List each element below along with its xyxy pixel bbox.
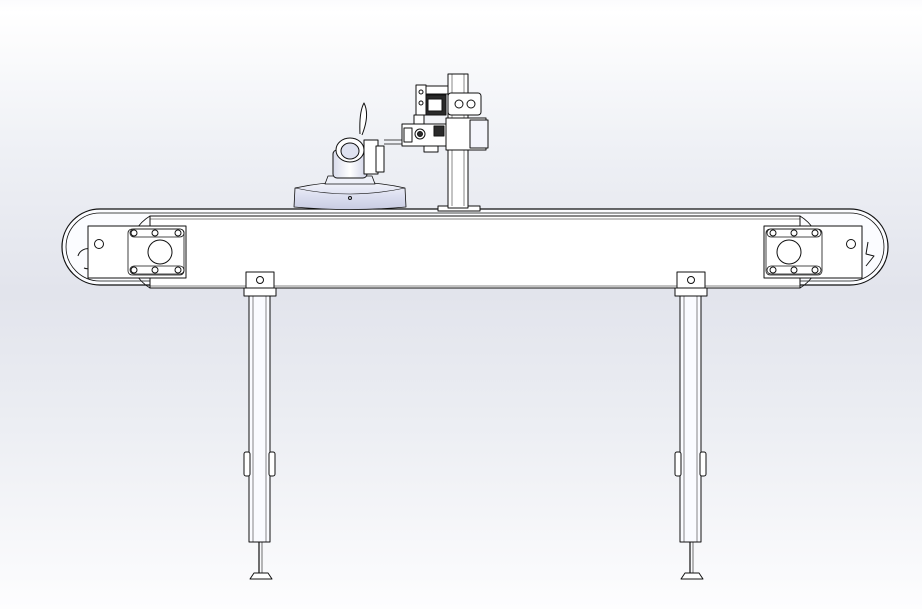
support-leg-right[interactable] bbox=[674, 271, 708, 580]
screw-icon bbox=[151, 266, 159, 274]
rotation-arrow-right-icon bbox=[865, 241, 875, 267]
screw-icon bbox=[769, 266, 777, 274]
valve-connector bbox=[413, 114, 425, 125]
screw-icon bbox=[811, 229, 819, 237]
round-base[interactable] bbox=[293, 175, 407, 210]
nozzle-mount-plate bbox=[375, 145, 385, 173]
leg-clamp bbox=[674, 287, 708, 297]
screw-icon bbox=[174, 266, 182, 274]
valve-fitting bbox=[403, 127, 413, 143]
bolt-icon bbox=[454, 99, 464, 109]
tensioner-plate-right[interactable] bbox=[763, 225, 863, 279]
bolt-icon bbox=[466, 99, 476, 109]
leg-adjuster bbox=[243, 451, 251, 477]
valve-port-inner bbox=[417, 131, 423, 137]
leg-adjuster bbox=[674, 451, 682, 477]
bolt-icon bbox=[94, 239, 104, 249]
slot-bar-bottom bbox=[129, 265, 185, 275]
bolt-icon bbox=[256, 276, 264, 284]
screw-icon bbox=[769, 229, 777, 237]
support-leg-left[interactable] bbox=[243, 271, 277, 580]
screw-icon bbox=[348, 196, 352, 200]
pipe-hose bbox=[359, 102, 368, 136]
valve-bracket bbox=[423, 145, 439, 153]
screw-icon bbox=[130, 266, 138, 274]
leg-bracket bbox=[245, 271, 275, 289]
base-rim bbox=[294, 187, 406, 195]
tensioner-plate-left[interactable] bbox=[87, 225, 187, 279]
belt-inner bbox=[65, 212, 885, 282]
screw-icon bbox=[130, 229, 138, 237]
slot-bar-top bbox=[129, 228, 185, 238]
pipe-fitting[interactable] bbox=[332, 102, 410, 179]
leg-bracket bbox=[676, 271, 706, 289]
column-block bbox=[469, 119, 489, 149]
foot-icon bbox=[680, 572, 704, 580]
slot-bar-bottom bbox=[766, 265, 822, 275]
screw-icon bbox=[790, 266, 798, 274]
leg-adjuster bbox=[268, 451, 276, 477]
valve-fitting bbox=[433, 125, 445, 137]
pulley-hub bbox=[147, 239, 173, 265]
motor-assembly[interactable] bbox=[401, 84, 449, 153]
screw-icon bbox=[418, 89, 424, 95]
pipe-opening-inner bbox=[340, 142, 360, 160]
leg-tube bbox=[248, 295, 271, 543]
motor-window bbox=[427, 98, 443, 112]
screw-icon bbox=[151, 229, 159, 237]
pulley-hub bbox=[776, 239, 802, 265]
slot-bar-top bbox=[766, 228, 822, 238]
bolt-icon bbox=[687, 276, 695, 284]
actuator-column[interactable] bbox=[437, 73, 489, 212]
screw-icon bbox=[790, 229, 798, 237]
screw-icon bbox=[418, 100, 424, 106]
bolt-icon bbox=[846, 239, 856, 249]
base-disc bbox=[293, 181, 407, 210]
leg-tube bbox=[679, 295, 702, 543]
screw-icon bbox=[174, 229, 182, 237]
foot-icon bbox=[249, 572, 273, 580]
leg-clamp bbox=[243, 287, 277, 297]
column-clamp bbox=[447, 92, 482, 116]
screw-icon bbox=[811, 266, 819, 274]
leg-adjuster bbox=[699, 451, 707, 477]
